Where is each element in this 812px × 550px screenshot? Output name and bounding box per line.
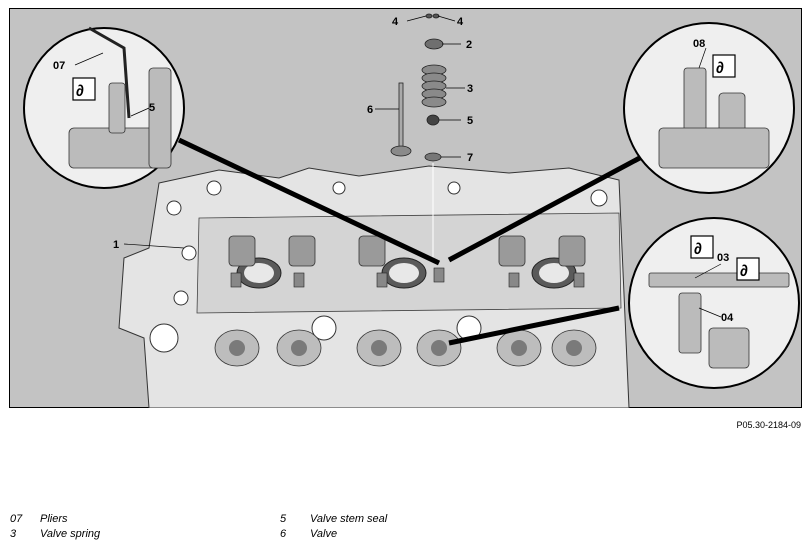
detail-magnifier-right-top: ∂ (447, 22, 795, 263)
callout-7: 7 (467, 152, 473, 164)
tool-icon: ∂ (76, 83, 84, 100)
exploded-valve-parts (390, 13, 447, 260)
cylinder-head (118, 165, 630, 408)
callout-03: 03 (717, 252, 729, 264)
callout-2: 2 (466, 39, 472, 51)
detail-magnifier-left: ∂ (23, 26, 441, 266)
callout-04: 04 (721, 312, 734, 324)
callout-5-detail: 5 (149, 102, 155, 114)
callout-6: 6 (367, 104, 373, 116)
legend-number: 07 (10, 513, 23, 525)
detail-magnifier-right-bottom: ∂ ∂ (448, 217, 800, 389)
legend-label: Pliers (40, 513, 68, 525)
leader-lines (74, 15, 722, 318)
valve-assembly-illustration: ∂ ∂ ∂ ∂ (9, 8, 802, 408)
callout-5: 5 (467, 115, 473, 127)
callout-4-right: 4 (457, 16, 464, 28)
tool-icon: ∂ (716, 60, 724, 77)
legend-label: Valve spring (40, 528, 101, 540)
legend-label: Valve (310, 528, 338, 540)
tool-icon: ∂ (694, 241, 702, 258)
tool-icon: ∂ (740, 263, 748, 280)
legend-label: Valve stem seal (310, 513, 388, 525)
callout-3: 3 (467, 83, 473, 95)
legend-number: 5 (280, 513, 287, 525)
callout-1: 1 (113, 239, 119, 251)
callout-08: 08 (693, 38, 705, 50)
figure-reference: P05.30-2184-09 (736, 420, 801, 430)
callout-07: 07 (53, 60, 65, 72)
legend-number: 6 (280, 528, 287, 540)
callout-4-left: 4 (392, 16, 399, 28)
legend-number: 3 (10, 528, 17, 540)
